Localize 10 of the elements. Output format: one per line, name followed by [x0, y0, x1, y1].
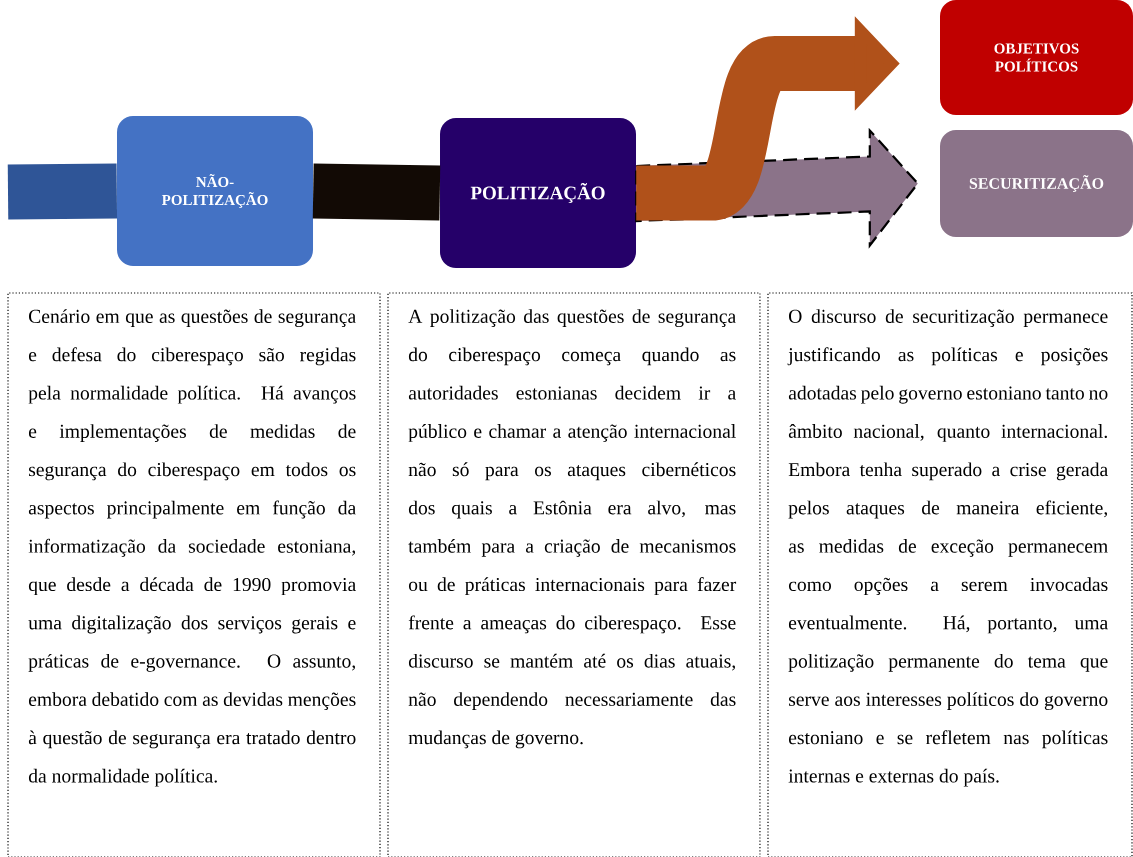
- stage-box: OBJETIVOS POLÍTICOS: [940, 0, 1133, 115]
- stage-box: NÃO-POLITIZAÇÃO: [117, 116, 313, 266]
- band: [7, 163, 118, 220]
- band: [312, 163, 441, 221]
- block-arrow: [635, 127, 920, 249]
- stage-box: POLITIZAÇÃO: [440, 118, 636, 268]
- text-panel: Cenário em que as questões de segurança e defesa do ciberespaço são regidas pela normalidade política. Há avanços e implementações de medidas de segurança do ciberespaço em todos os aspectos principalmente em função da informatização da sociedade estoniana, que desde a década de 1990 promovia uma digitalização dos serviços gerais e práticas de e-governance. O assunto, embora debatido com as devidas menções à questão de segurança era tratado dentro da normalidade política.: [7, 292, 381, 857]
- text-panel: A politização das questões de segurança do ciberespaço começa quando as autoridades estonianas decidem ir a público e chamar a atenção internacional não só para os ataques cibernéticos dos quais a Estônia era alvo, mas também para a criação de mecanismos ou de práticas internacionais para fazer frente a ameaças do ciberespaço. Esse discurso se mantém até os dias atuais, não dependendo necessariamente das mudanças de governo.: [387, 292, 761, 857]
- stage-box: SECURITIZAÇÃO: [940, 130, 1133, 237]
- text-panel: O discurso de securitização permanece justificando as políticas e posições adotadas pelo governo estoniano tanto no âmbito nacional, quanto internacional. Embora tenha superado a crise gerada pelos ataques de maneira eficiente, as medidas de exceção permanecem como opções a serem invocadas eventualmente. Há, portanto, uma politização permanente do tema que serve aos interesses políticos do governo estoniano e se refletem nas políticas internas e externas do país.: [767, 292, 1133, 857]
